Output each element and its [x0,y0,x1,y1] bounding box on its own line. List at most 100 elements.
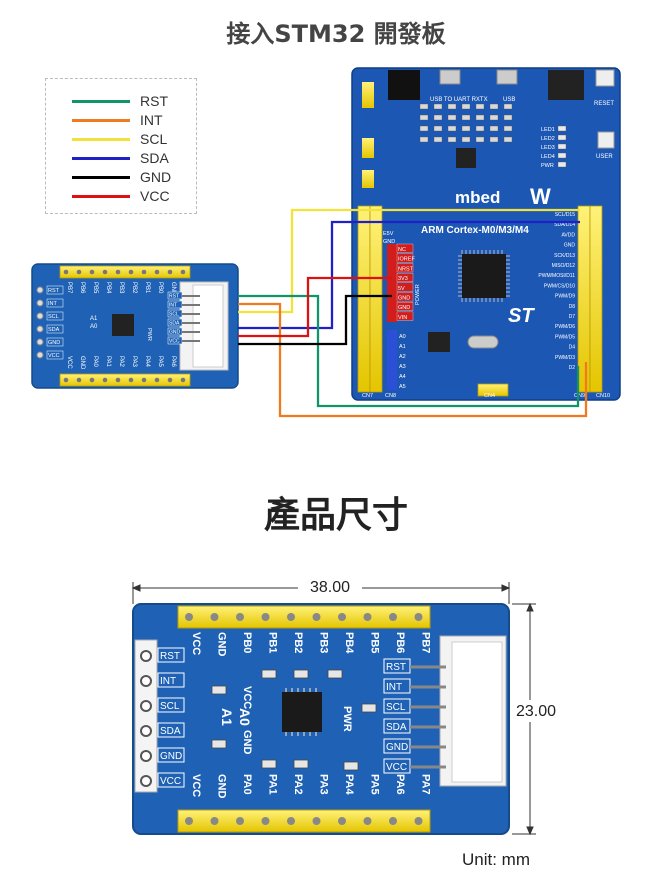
pin-hole [128,269,134,275]
legend-label: GND [140,169,172,185]
pin-label: PB2 [292,632,304,653]
pin-label: PWM/CS/D10 [544,283,575,289]
smd-component-icon [293,759,309,769]
wire-vcc [238,276,392,338]
wire-int [238,302,588,418]
led-label: LED4 [541,154,555,160]
header-block [548,70,584,100]
cn10-header [577,205,591,393]
pad-label: SDA [48,327,60,333]
legend-item-sda: SDA [72,149,192,167]
pin-hole [312,613,321,621]
pin-hole [312,817,321,825]
pin-label: PB3 [318,632,330,653]
jumper [362,170,374,188]
pad-label: RST [169,294,179,300]
pwr-label: PWR [341,706,353,732]
pin-label: GND [398,296,410,302]
dc-jack [388,70,420,100]
top-pin-header [177,605,431,629]
pin-label: D2 [569,365,576,371]
pin-hole [167,377,173,383]
width-dimension: 38.00 [310,579,350,596]
pin-hole [210,613,219,621]
legend-item-gnd: GND [72,168,192,186]
pin-label: SCK/D13 [554,253,575,259]
pin-hole [236,613,244,621]
pin-hole [167,269,173,275]
pad-label: INT [169,303,177,309]
pin-label: VCC [190,632,202,655]
chip-icon [282,692,322,732]
pin-hole [115,377,121,383]
pin-label: PA0 [241,774,253,795]
solder-pad [140,675,152,687]
pin-hole [414,613,423,621]
regulator-icon [428,332,450,352]
led-icon [557,152,567,159]
connector-label: CN10 [596,393,610,399]
pin-label: PA2 [292,774,304,795]
pin-label: MISO/D12 [552,263,576,269]
legend-swatch [72,195,130,198]
pin-hole [363,817,372,825]
led-icon [557,143,567,150]
legend-label: VCC [140,188,170,204]
pad-label: INT [160,676,176,687]
smd-component-icon [261,759,277,769]
smd-component-icon [261,669,277,679]
jumper [362,138,374,158]
led-icon [557,161,567,168]
wire-color-legend: RST INT SCL SDA GND VCC [45,78,197,214]
pin-label: VIN [398,315,407,321]
smd-component-icon [293,669,309,679]
pad-label: INT [386,682,402,693]
wire-sda [238,220,580,330]
legend-label: INT [140,112,163,128]
chip-icon [112,314,134,336]
board-top-label: USB TO UART RXTX [430,97,488,103]
left-pad-strip [134,639,158,793]
pin-label: PWM/MOSI/D11 [538,273,575,279]
stm32-dev-board: USB TO UART RXTX USB RESET USER LED1LED2… [351,67,621,401]
pin-label: A0 [399,334,406,340]
pin-label: PB1 [144,282,150,294]
pin-hole [185,613,193,621]
pin-label: PB4 [343,632,355,654]
solder-pad [140,725,152,737]
legend-label: SDA [140,150,169,166]
smd-component-icon [361,703,377,713]
pin-label: VCC [66,356,72,369]
pin-hole [261,613,270,621]
legend-item-scl: SCL [72,130,192,148]
mcu-chip-icon [462,254,506,298]
pin-label: PB2 [131,282,137,294]
pin-label: PA5 [157,356,163,368]
pin-hole [63,269,69,275]
jumper [362,82,374,108]
legend-item-rst: RST [72,92,192,110]
pad-label: VCC [169,339,180,345]
pad-label: INT [48,301,58,307]
analog-pin-header [387,330,397,390]
pin-label: PWM/D9 [555,294,575,300]
usb-port-icon [496,69,518,85]
unit-label: Unit: mm [462,850,530,869]
solder-pad [36,351,44,359]
smd-component-icon [211,685,227,695]
pin-label: PA5 [369,774,381,795]
pin-label: A2 [399,354,406,360]
mid-label: A0 [237,708,253,726]
bottom-pin-header [177,809,431,833]
pad-label: SCL [169,312,179,318]
pin-label: GND [383,239,395,245]
pin-hole [261,817,270,825]
pin-label: VCC [190,774,202,797]
led-icon [557,134,567,141]
pad-label: SDA [386,722,407,733]
pin-label: GND [564,243,576,249]
pin-label: D4 [569,345,576,351]
pin-label: PB4 [105,282,111,294]
pin-label: PB0 [241,632,253,653]
